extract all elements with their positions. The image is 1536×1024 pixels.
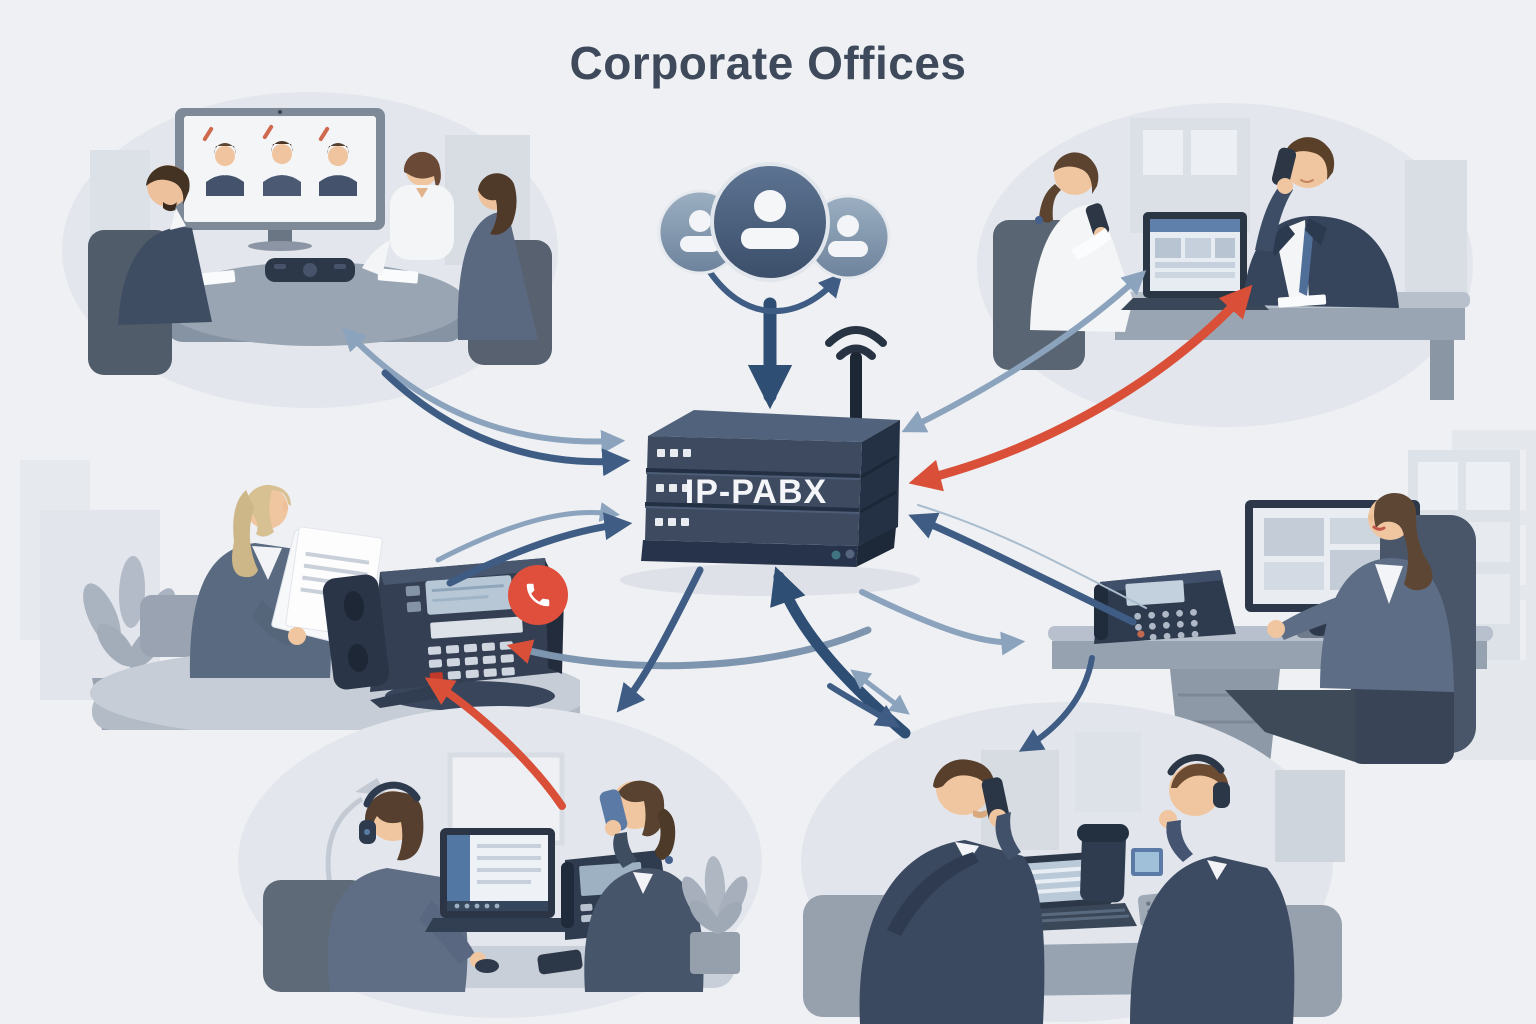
video-conference-screen: [175, 108, 385, 251]
hair: [614, 780, 665, 837]
shelf-silhouette: [1275, 770, 1345, 862]
person-man-headset: [1130, 754, 1342, 1024]
status-led: [831, 550, 841, 560]
hair: [1171, 763, 1229, 806]
camera-dot-icon: [278, 110, 282, 114]
remote-participant: [262, 124, 301, 196]
phone-display: [1125, 580, 1185, 606]
long-hair: [1374, 493, 1433, 591]
mouse-icon: [475, 959, 499, 973]
mobile-phone-icon: [1271, 147, 1297, 187]
beard: [163, 202, 177, 212]
user-avatar-center: [710, 162, 830, 282]
person-woman-white: [362, 151, 454, 276]
hair: [365, 791, 424, 861]
tv-stand: [268, 230, 292, 244]
headset-icon: [363, 781, 421, 808]
ip-desk-phone-icon: [1094, 570, 1236, 644]
laptop-icon: [425, 828, 577, 932]
person-man-suit: [88, 165, 212, 375]
shelf-silhouette: [1405, 160, 1467, 295]
phone-display: [425, 575, 514, 615]
conference-phone-icon: [265, 258, 355, 282]
blonde-hair: [244, 484, 291, 537]
device-label: IP-PABX: [685, 473, 827, 511]
plant-icon: [681, 856, 748, 974]
phone-subdisplay: [430, 616, 523, 639]
mobile-phone-icon: [599, 789, 628, 833]
users-group-icon: [657, 162, 891, 282]
headset-icon: [1167, 754, 1225, 776]
shelf-silhouette: [90, 150, 150, 240]
person-woman-mobile: [584, 780, 704, 992]
person-man-executive: [1243, 137, 1399, 308]
hair: [933, 759, 995, 808]
person-woman-employee: [1267, 493, 1454, 764]
headset-earcup: [1213, 782, 1230, 808]
incoming-call-icon: [508, 565, 568, 625]
page-title: Corporate Offices: [569, 37, 967, 89]
wifi-signal-icon: [825, 326, 887, 360]
scene-meeting-room: [60, 90, 560, 410]
ip-pabx-device: IP-PABX: [641, 326, 900, 567]
handset-icon: [1077, 824, 1129, 842]
status-led: [845, 549, 855, 559]
ponytail: [1039, 184, 1061, 223]
smartphone-on-desk: [537, 949, 583, 975]
beard: [973, 808, 989, 818]
scene-executive-office: [975, 100, 1475, 430]
lamp-silhouette: [325, 796, 364, 886]
indicator-squares: [655, 449, 691, 526]
ponytail: [655, 808, 676, 860]
scene-support-desk: [235, 700, 765, 1024]
paper: [377, 268, 419, 284]
lips: [1372, 525, 1386, 531]
scene-workstation: [1020, 430, 1536, 770]
tv-corner-silhouette: [1225, 690, 1355, 762]
remote-participant: [202, 126, 244, 196]
pabx-chassis: IP-PABX: [641, 410, 900, 567]
scene-call-center: [795, 690, 1355, 1024]
remote-participant: [318, 126, 357, 196]
tie: [1299, 226, 1313, 296]
window-silhouette: [1075, 732, 1141, 812]
person-man-mobile: [803, 759, 1045, 1024]
scene-reception-desk: [40, 400, 580, 730]
antenna: [850, 352, 862, 426]
paper: [194, 270, 236, 286]
red-key: [429, 672, 443, 681]
paper: [1277, 294, 1327, 308]
